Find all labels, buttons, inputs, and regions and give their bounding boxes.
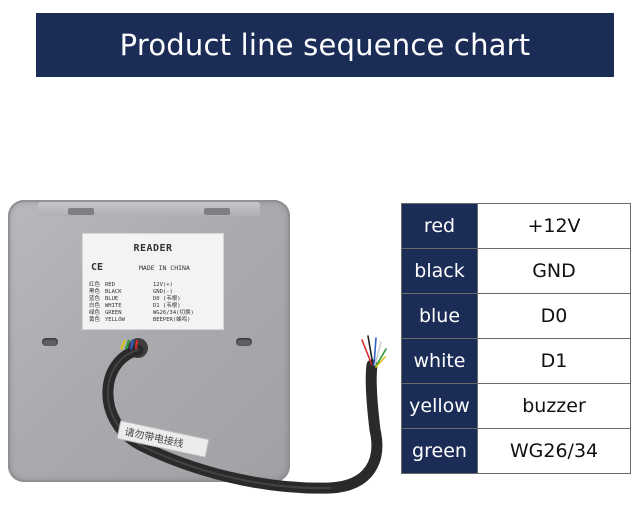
cable-tag <box>116 420 210 458</box>
signal-cell: GND <box>477 248 631 294</box>
wire-color-cell: white <box>401 338 478 384</box>
wire-cn: 黑色 <box>89 289 101 295</box>
wire-end-white <box>374 341 382 366</box>
table-row: black GND <box>401 248 631 294</box>
wire-cn: 黄色 <box>89 317 101 323</box>
wire-cn: 蓝色 <box>89 296 101 302</box>
ce-mark: CE <box>91 262 104 273</box>
wire-color-cell: green <box>401 428 478 474</box>
table-row: red +12V <box>401 203 631 249</box>
wire-color-cell: red <box>401 203 478 249</box>
screw-slot <box>42 338 58 346</box>
label-wire-row: 黑色 BLACK GND(-) <box>89 289 219 296</box>
cable <box>102 344 383 494</box>
wire-signal: D1 (韦根) <box>153 303 181 309</box>
screw-slot <box>236 338 252 346</box>
label-wire-row: 蓝色 BLUE D0 (韦根) <box>89 296 219 303</box>
mount-notch <box>68 208 94 215</box>
wire-signal: BEEPER(蜂鸣) <box>153 317 191 323</box>
wire-en: BLACK <box>105 289 122 295</box>
signal-cell: +12V <box>477 203 631 249</box>
label-title: READER <box>133 243 173 254</box>
table-row: blue D0 <box>401 293 631 339</box>
wire-signal: 12V(+) <box>153 282 173 288</box>
wire-en: GREEN <box>105 310 122 316</box>
wire-end-blue <box>373 337 377 366</box>
wire-end-green <box>375 348 387 367</box>
mount-notch <box>204 208 230 215</box>
title-banner: Product line sequence chart <box>36 13 614 77</box>
wire-ends <box>361 335 387 368</box>
wire-signal: GND(-) <box>153 289 173 295</box>
wire-color-cell: black <box>401 248 478 294</box>
device-label: READER CE MADE IN CHINA 红色 RED 12V(+) 黑色… <box>82 233 224 330</box>
label-wire-list: 红色 RED 12V(+) 黑色 BLACK GND(-) 蓝色 BLUE D0… <box>89 282 219 324</box>
table-row: white D1 <box>401 338 631 384</box>
cable-highlight <box>106 349 331 490</box>
table-row: yellow buzzer <box>401 383 631 429</box>
wire-end-red <box>361 339 373 366</box>
label-wire-row: 黄色 YELLOW BEEPER(蜂鸣) <box>89 317 219 324</box>
made-in-text: MADE IN CHINA <box>139 264 190 272</box>
card-reader-device: READER CE MADE IN CHINA 红色 RED 12V(+) 黑色… <box>8 200 290 482</box>
wiring-table: red +12V black GND blue D0 white D1 yell… <box>401 203 631 474</box>
wire-cn: 红色 <box>89 282 101 288</box>
wire-en: RED <box>105 282 115 288</box>
label-wire-row: 绿色 GREEN WG26/34(切换) <box>89 310 219 317</box>
wire-end-black <box>367 335 374 366</box>
wire-color-cell: blue <box>401 293 478 339</box>
wire-en: WHITE <box>105 303 122 309</box>
wire-color-cell: yellow <box>401 383 478 429</box>
table-row: green WG26/34 <box>401 428 631 474</box>
wire-cn: 绿色 <box>89 310 101 316</box>
signal-cell: buzzer <box>477 383 631 429</box>
signal-cell: WG26/34 <box>477 428 631 474</box>
grommet-wires <box>119 339 139 350</box>
wire-en: BLUE <box>105 296 119 302</box>
label-wire-row: 白色 WHITE D1 (韦根) <box>89 303 219 310</box>
wire-end-yellow <box>375 356 386 368</box>
wire-cn: 白色 <box>89 303 101 309</box>
label-wire-row: 红色 RED 12V(+) <box>89 282 219 289</box>
wire-signal: WG26/34(切换) <box>153 310 194 316</box>
wire-en: YELLOW <box>105 317 125 323</box>
wire-signal: D0 (韦根) <box>153 296 181 302</box>
page-title: Product line sequence chart <box>119 28 531 62</box>
signal-cell: D0 <box>477 293 631 339</box>
signal-cell: D1 <box>477 338 631 384</box>
